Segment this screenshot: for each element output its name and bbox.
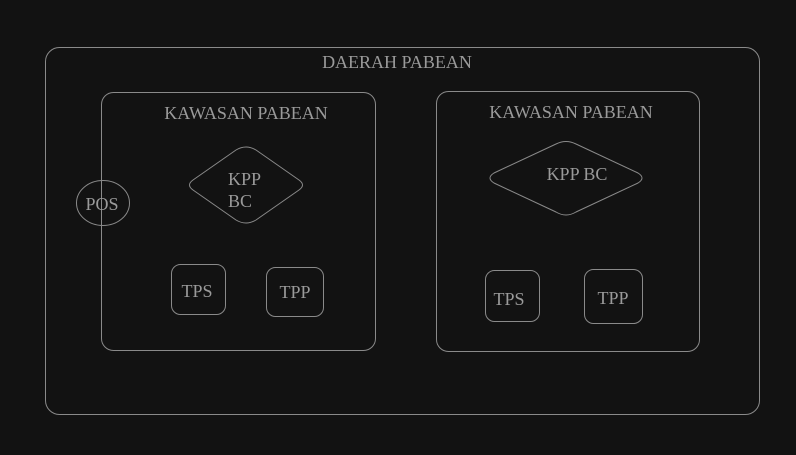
left-tpp-box (266, 267, 324, 317)
left-kpp-bc-diamond (189, 146, 303, 224)
right-tpp-box (584, 269, 643, 324)
pos-label: POS (85, 194, 118, 214)
left-kawasan-title: KAWASAN PABEAN (164, 103, 327, 123)
left-tps-label: TPS (181, 281, 212, 301)
left-tps-box (171, 264, 226, 315)
right-tps-label: TPS (493, 289, 524, 309)
right-tpp-label: TPP (597, 288, 628, 308)
right-kawasan-title: KAWASAN PABEAN (489, 102, 652, 122)
left-kawasan-box (101, 92, 376, 351)
right-kpp-bc-label: KPP BC (547, 164, 608, 184)
left-tpp-label: TPP (279, 282, 310, 302)
right-tps-box (485, 270, 540, 322)
left-kpp-label: KPP (228, 169, 261, 189)
right-kawasan-box (436, 91, 700, 352)
daerah-pabean-box (45, 47, 760, 415)
left-bc-label: BC (228, 191, 252, 211)
daerah-pabean-title: DAERAH PABEAN (322, 52, 472, 72)
right-kpp-bc-diamond (489, 141, 643, 216)
pos-node (76, 180, 130, 226)
